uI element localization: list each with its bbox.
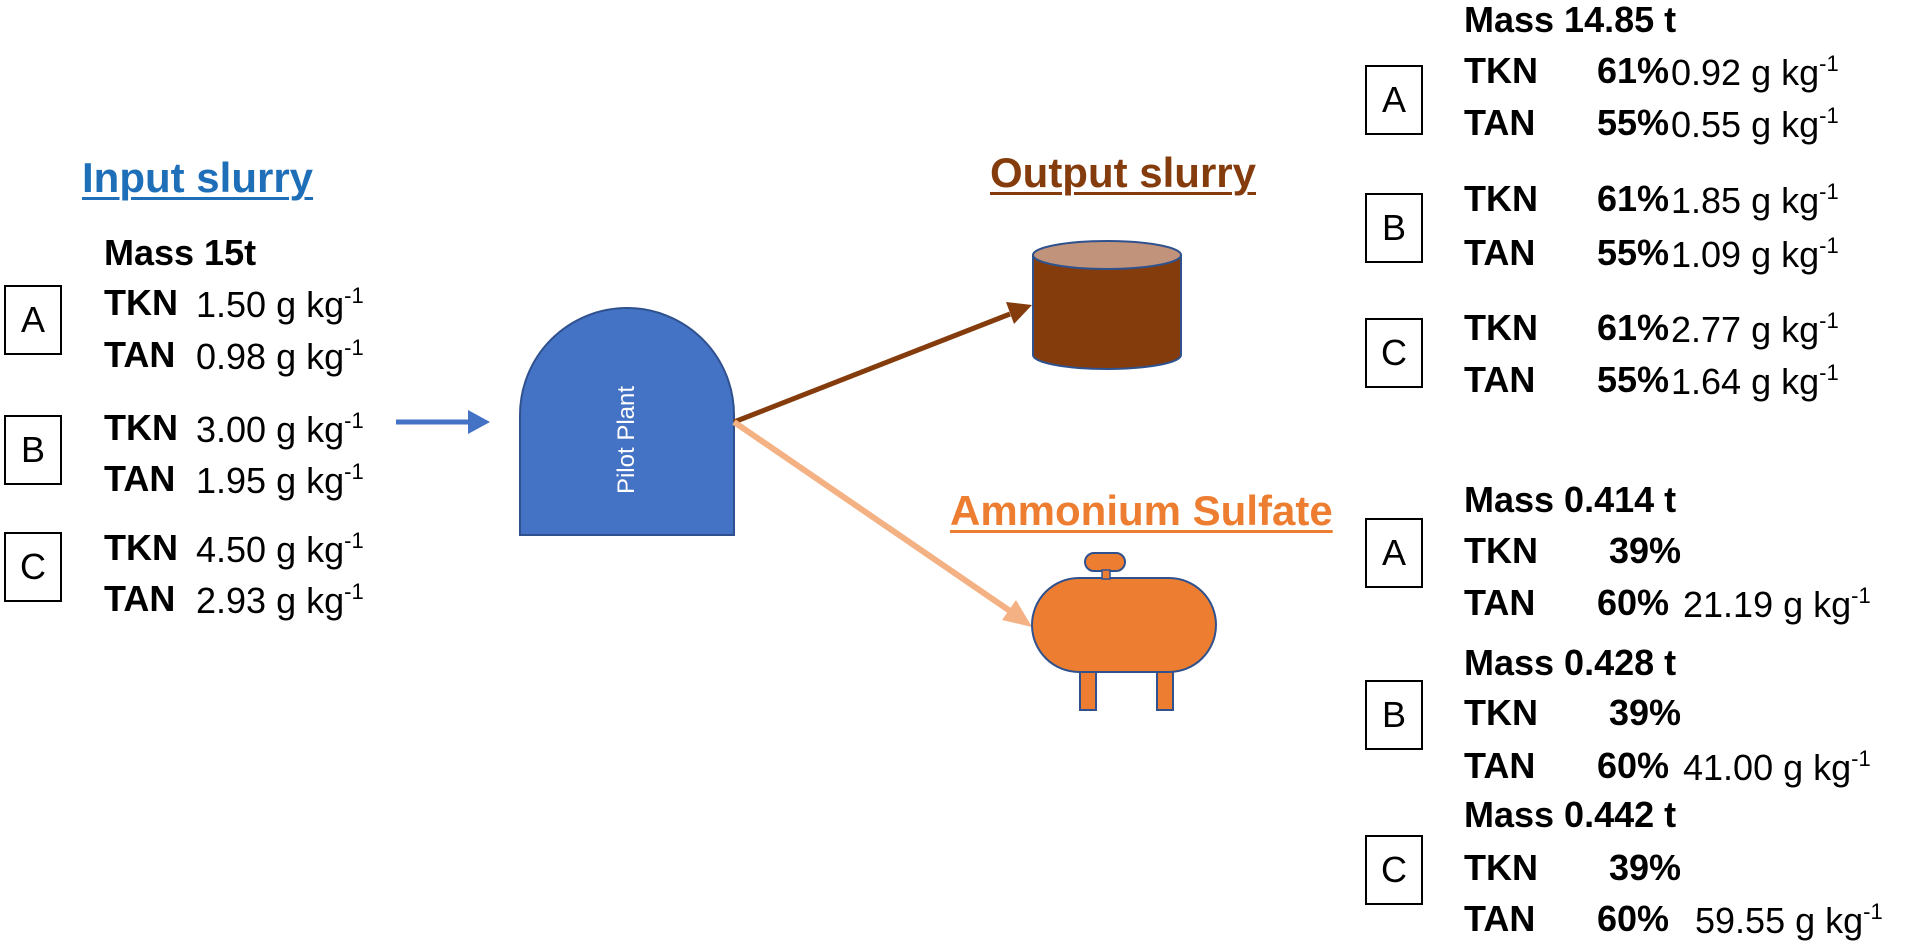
input-a-tan-label: TAN	[104, 334, 176, 375]
output-c-tan-pct: 55%	[1597, 359, 1670, 400]
input-box-c: C	[4, 532, 62, 602]
input-a-tkn-value: 1.50 g kg-1	[196, 283, 364, 325]
ammonium-b-tkn-label: TKN	[1464, 692, 1538, 733]
ammonium-box-c: C	[1365, 835, 1423, 905]
output-mass: Mass 14.85 t	[1464, 0, 1677, 40]
ammonium-box-b: B	[1365, 680, 1423, 750]
ammonium-b-tan-value: 41.00 g kg-1	[1683, 746, 1871, 788]
output-b-tan-pct: 55%	[1597, 232, 1670, 273]
pilot-plant-label: Pilot Plant	[613, 385, 640, 495]
output-a-tan-label: TAN	[1464, 102, 1536, 143]
input-box-b: B	[4, 415, 62, 485]
ammonium-a-tan-value: 21.19 g kg-1	[1683, 583, 1871, 625]
output-b-tkn-pct: 61%	[1597, 178, 1670, 219]
input-slurry-title: Input slurry	[82, 154, 314, 201]
ammonium-c-tkn-label: TKN	[1464, 847, 1538, 888]
output-c-tkn-value: 2.77 g kg-1	[1671, 308, 1839, 350]
ammonium-c-tan-label: TAN	[1464, 898, 1536, 939]
ammonium-a-tkn-label: TKN	[1464, 530, 1538, 571]
output-slurry-tank-icon	[1032, 240, 1182, 370]
ammonium-b-mass: Mass 0.428 t	[1464, 642, 1677, 683]
input-arrow	[396, 410, 490, 434]
ammonium-a-tan-label: TAN	[1464, 582, 1536, 623]
output-slurry-title: Output slurry	[990, 149, 1257, 196]
ammonium-b-tan-pct: 60%	[1597, 745, 1670, 786]
input-c-tan-value: 2.93 g kg-1	[196, 579, 364, 621]
ammonium-c-tan-pct: 60%	[1597, 898, 1670, 939]
ammonium-b-tkn-pct: 39%	[1609, 692, 1682, 733]
input-c-tkn-value: 4.50 g kg-1	[196, 528, 364, 570]
input-b-tkn-value: 3.00 g kg-1	[196, 408, 364, 450]
input-c-tkn-label: TKN	[104, 527, 178, 568]
output-c-tan-value: 1.64 g kg-1	[1671, 360, 1839, 402]
output-a-tkn-label: TKN	[1464, 50, 1538, 91]
input-b-tkn-label: TKN	[104, 407, 178, 448]
ammonium-c-mass: Mass 0.442 t	[1464, 794, 1677, 835]
ammonium-sulfate-title: Ammonium Sulfate	[950, 487, 1333, 534]
ammonium-a-tan-pct: 60%	[1597, 582, 1670, 623]
output-slurry-arrow	[733, 302, 1032, 425]
output-b-tkn-label: TKN	[1464, 178, 1538, 219]
output-c-tkn-pct: 61%	[1597, 307, 1670, 348]
pilot-plant-shape	[519, 307, 735, 536]
ammonium-a-mass: Mass 0.414 t	[1464, 479, 1677, 520]
input-c-tan-label: TAN	[104, 578, 176, 619]
output-a-tkn-pct: 61%	[1597, 50, 1670, 91]
output-c-tan-label: TAN	[1464, 359, 1536, 400]
ammonium-b-tan-label: TAN	[1464, 745, 1536, 786]
output-b-tan-value: 1.09 g kg-1	[1671, 233, 1839, 275]
ammonium-sulfate-tank-icon	[1031, 552, 1217, 711]
output-a-tan-value: 0.55 g kg-1	[1671, 103, 1839, 145]
ammonium-box-a: A	[1365, 518, 1423, 588]
output-b-tkn-value: 1.85 g kg-1	[1671, 179, 1839, 221]
output-box-a: A	[1365, 65, 1423, 135]
input-b-tan-value: 1.95 g kg-1	[196, 459, 364, 501]
input-box-a: A	[4, 285, 62, 355]
ammonium-c-tan-value: 59.55 g kg-1	[1695, 899, 1883, 941]
input-mass: Mass 15t	[104, 232, 257, 273]
output-c-tkn-label: TKN	[1464, 307, 1538, 348]
output-box-b: B	[1365, 193, 1423, 263]
output-a-tan-pct: 55%	[1597, 102, 1670, 143]
output-a-tkn-value: 0.92 g kg-1	[1671, 51, 1839, 93]
ammonium-sulfate-arrow	[732, 419, 1032, 627]
input-a-tkn-label: TKN	[104, 282, 178, 323]
ammonium-c-tkn-pct: 39%	[1609, 847, 1682, 888]
input-b-tan-label: TAN	[104, 458, 176, 499]
input-a-tan-value: 0.98 g kg-1	[196, 335, 364, 377]
ammonium-a-tkn-pct: 39%	[1609, 530, 1682, 571]
output-box-c: C	[1365, 318, 1423, 388]
output-b-tan-label: TAN	[1464, 232, 1536, 273]
